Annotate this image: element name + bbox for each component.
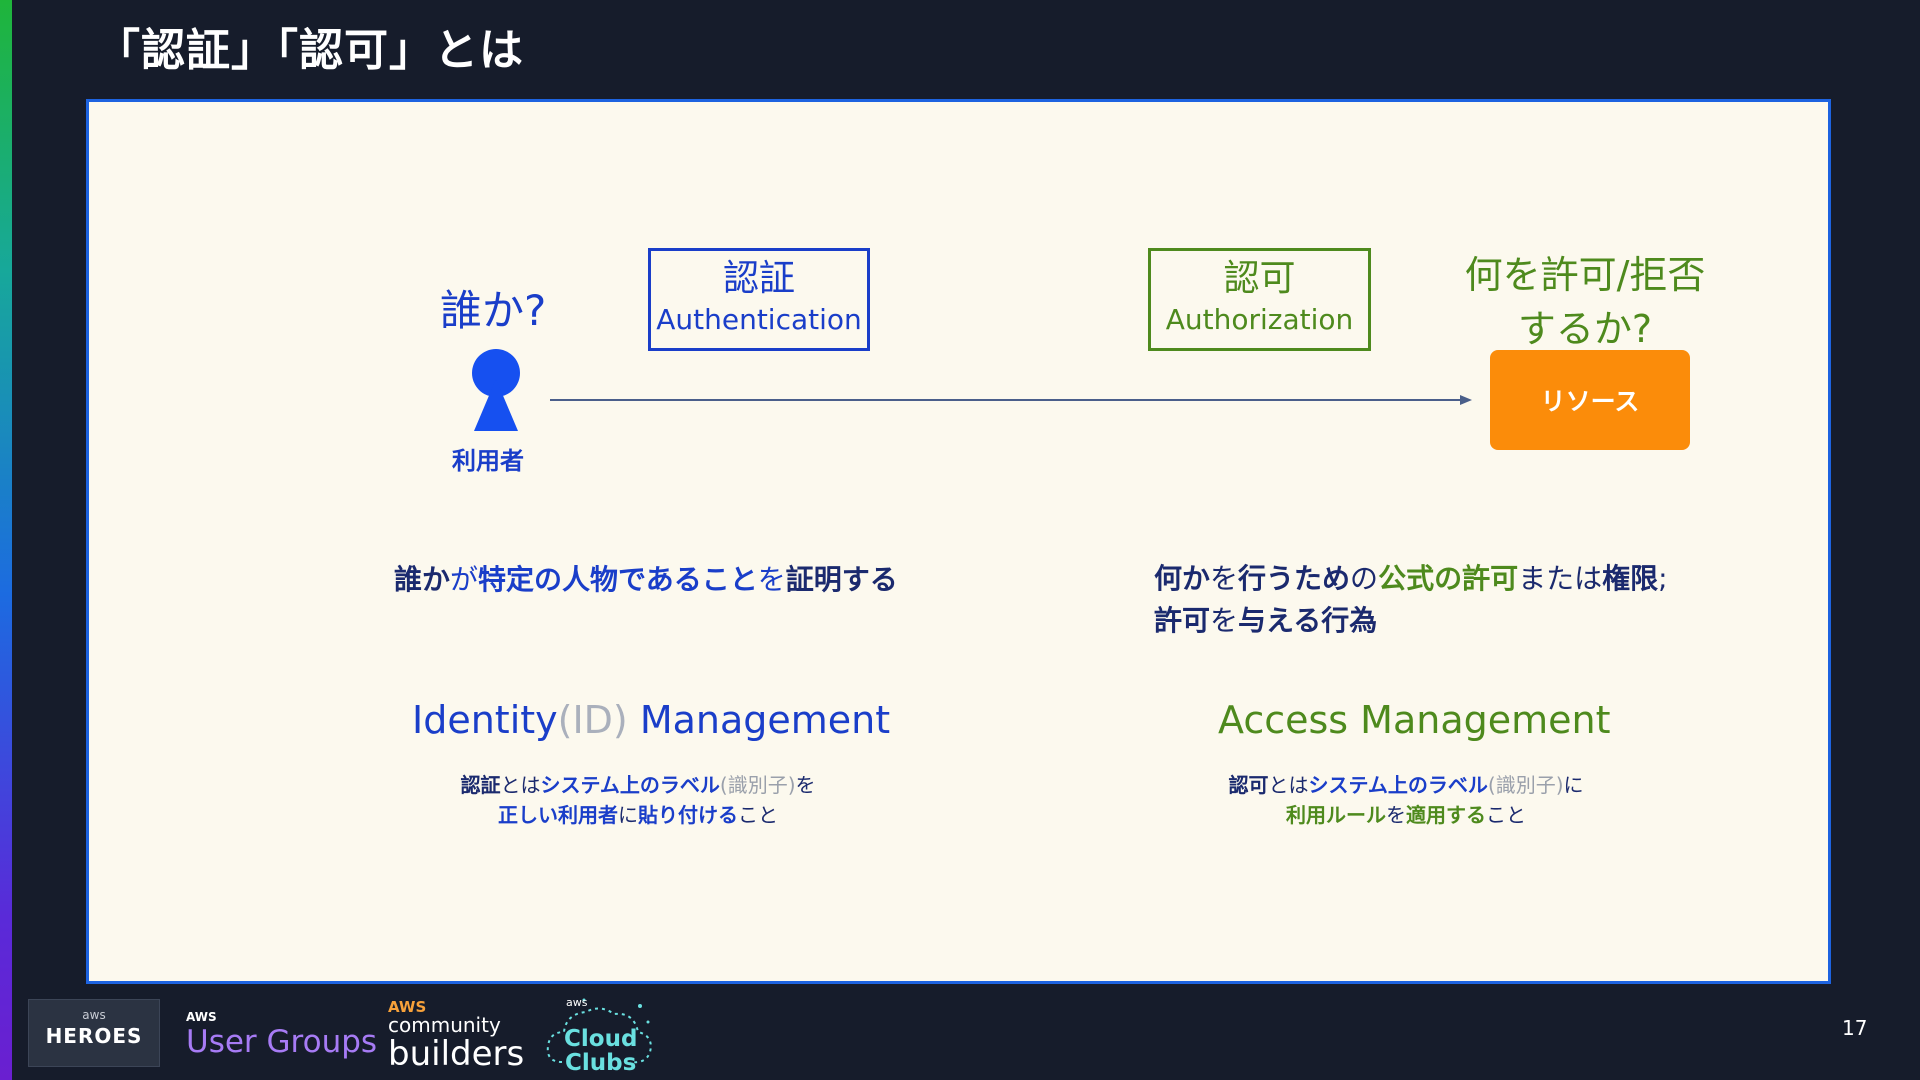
authz-desc-part: の <box>1350 562 1379 595</box>
authz-desc-part: 権限 <box>1602 562 1659 595</box>
idm-desc-part: こと <box>738 803 778 827</box>
heroes-logo-aws: aws <box>82 1008 106 1022</box>
authz-desc-part: 与える行為 <box>1238 604 1378 637</box>
authn-desc-part: 特定の人物であること <box>478 563 758 596</box>
cloud-icon <box>546 998 652 1064</box>
idm-desc-part: 正しい利用者 <box>498 803 618 827</box>
aws-user-groups-logo: AWS User Groups <box>186 1010 377 1060</box>
idm-title-part: Management <box>627 698 891 742</box>
user-groups-logo-aws: AWS <box>186 1010 217 1024</box>
authz-desc-part: または <box>1518 562 1603 595</box>
aws-heroes-logo: aws HEROES <box>28 999 160 1067</box>
authn-desc-part: 証明する <box>785 563 898 596</box>
authentication-box: 認証 Authentication <box>648 248 870 351</box>
idm-desc-part: (識別子) <box>719 773 796 797</box>
content-panel <box>86 99 1831 984</box>
user-icon <box>472 349 520 431</box>
cloud-clubs-logo-line2: Clubs <box>565 1050 637 1076</box>
community-builders-logo-community: community <box>388 1013 501 1037</box>
aws-community-builders-logo: AWS community builders <box>388 998 525 1074</box>
cloud-clubs-logo-line1: Cloud <box>564 1026 638 1052</box>
am-desc-part: に <box>1563 773 1584 797</box>
user-label: 利用者 <box>452 447 524 475</box>
who-question: 誰か? <box>440 286 547 335</box>
user-groups-logo-name: User Groups <box>186 1024 378 1060</box>
am-desc-line-2: 利用ルールを適用すること <box>1206 800 1606 830</box>
identity-management-description: 認証とはシステム上のラベル(識別子)を 正しい利用者に貼り付けること <box>436 770 840 830</box>
idm-desc-part: システム上のラベル <box>540 773 720 797</box>
authorization-jp-label: 認可 <box>1223 258 1296 299</box>
flow-arrow <box>550 395 1472 405</box>
page-number: 17 <box>1842 1016 1868 1040</box>
community-builders-logo-name: builders <box>388 1034 525 1074</box>
aws-cloud-clubs-logo: aws Cloud Clubs <box>542 992 656 1076</box>
authn-desc-part: 誰か <box>394 563 451 596</box>
slide-title: 「認証」「認可」とは <box>96 25 524 76</box>
am-desc-part: とは <box>1268 773 1309 797</box>
authz-desc-part: ; <box>1658 562 1668 595</box>
idm-desc-line-1: 認証とはシステム上のラベル(識別子)を <box>436 770 840 800</box>
authz-desc-part: を <box>1210 604 1239 637</box>
am-desc-part: 利用ルール <box>1286 803 1386 827</box>
identity-management-title: Identity(ID) Management <box>412 698 890 742</box>
idm-title-part: (ID) <box>557 698 628 742</box>
resource-box: リソース <box>1490 350 1690 450</box>
authz-desc-part: を <box>1210 562 1239 595</box>
authz-desc-line-1: 何かを行うための公式の許可または権限; <box>1154 558 1668 600</box>
am-desc-part: 認可 <box>1228 773 1269 797</box>
heroes-logo-name: HEROES <box>45 1024 143 1048</box>
authn-desc-part: が <box>450 563 479 596</box>
idm-desc-part: に <box>618 803 638 827</box>
access-management-description: 認可とはシステム上のラベル(識別子)に 利用ルールを適用すること <box>1206 770 1606 830</box>
community-builders-logo-aws: AWS <box>388 998 427 1016</box>
idm-desc-part: を <box>795 773 816 797</box>
am-desc-part: (識別子) <box>1487 773 1564 797</box>
authz-desc-line-2: 許可を与える行為 <box>1154 600 1668 642</box>
am-desc-part: 適用する <box>1406 803 1486 827</box>
am-desc-part: を <box>1386 803 1406 827</box>
authorization-en-label: Authorization <box>1165 303 1354 336</box>
authentication-en-label: Authentication <box>656 303 862 336</box>
authentication-jp-label: 認証 <box>722 258 795 299</box>
authz-desc-part: 行うため <box>1238 562 1351 595</box>
cloud-clubs-logo-aws: aws <box>566 996 588 1009</box>
authorization-box: 認可 Authorization <box>1148 248 1371 351</box>
authorization-description: 何かを行うための公式の許可または権限; 許可を与える行為 <box>1154 558 1668 642</box>
am-desc-part: こと <box>1486 803 1526 827</box>
authn-desc-part: を <box>757 563 786 596</box>
authz-desc-part: 公式の許可 <box>1378 562 1519 595</box>
idm-desc-line-2: 正しい利用者に貼り付けること <box>436 800 840 830</box>
am-desc-part: システム上のラベル <box>1308 773 1488 797</box>
authz-desc-part: 何か <box>1154 562 1211 595</box>
idm-desc-part: 認証 <box>460 773 501 797</box>
authz-desc-part: 許可 <box>1154 604 1211 637</box>
idm-desc-part: とは <box>500 773 541 797</box>
access-management-title: Access Management <box>1218 698 1611 742</box>
am-desc-line-1: 認可とはシステム上のラベル(識別子)に <box>1206 770 1606 800</box>
idm-desc-part: 貼り付ける <box>638 803 738 827</box>
cloud-clubs-logo-text: Cloud Clubs <box>564 1027 637 1075</box>
what-question: 何を許可/拒否するか? <box>1464 253 1706 351</box>
idm-title-part: Identity <box>412 698 558 742</box>
accent-gradient-bar <box>0 0 12 1080</box>
authentication-description: 誰かが特定の人物であることを証明する <box>394 558 898 598</box>
